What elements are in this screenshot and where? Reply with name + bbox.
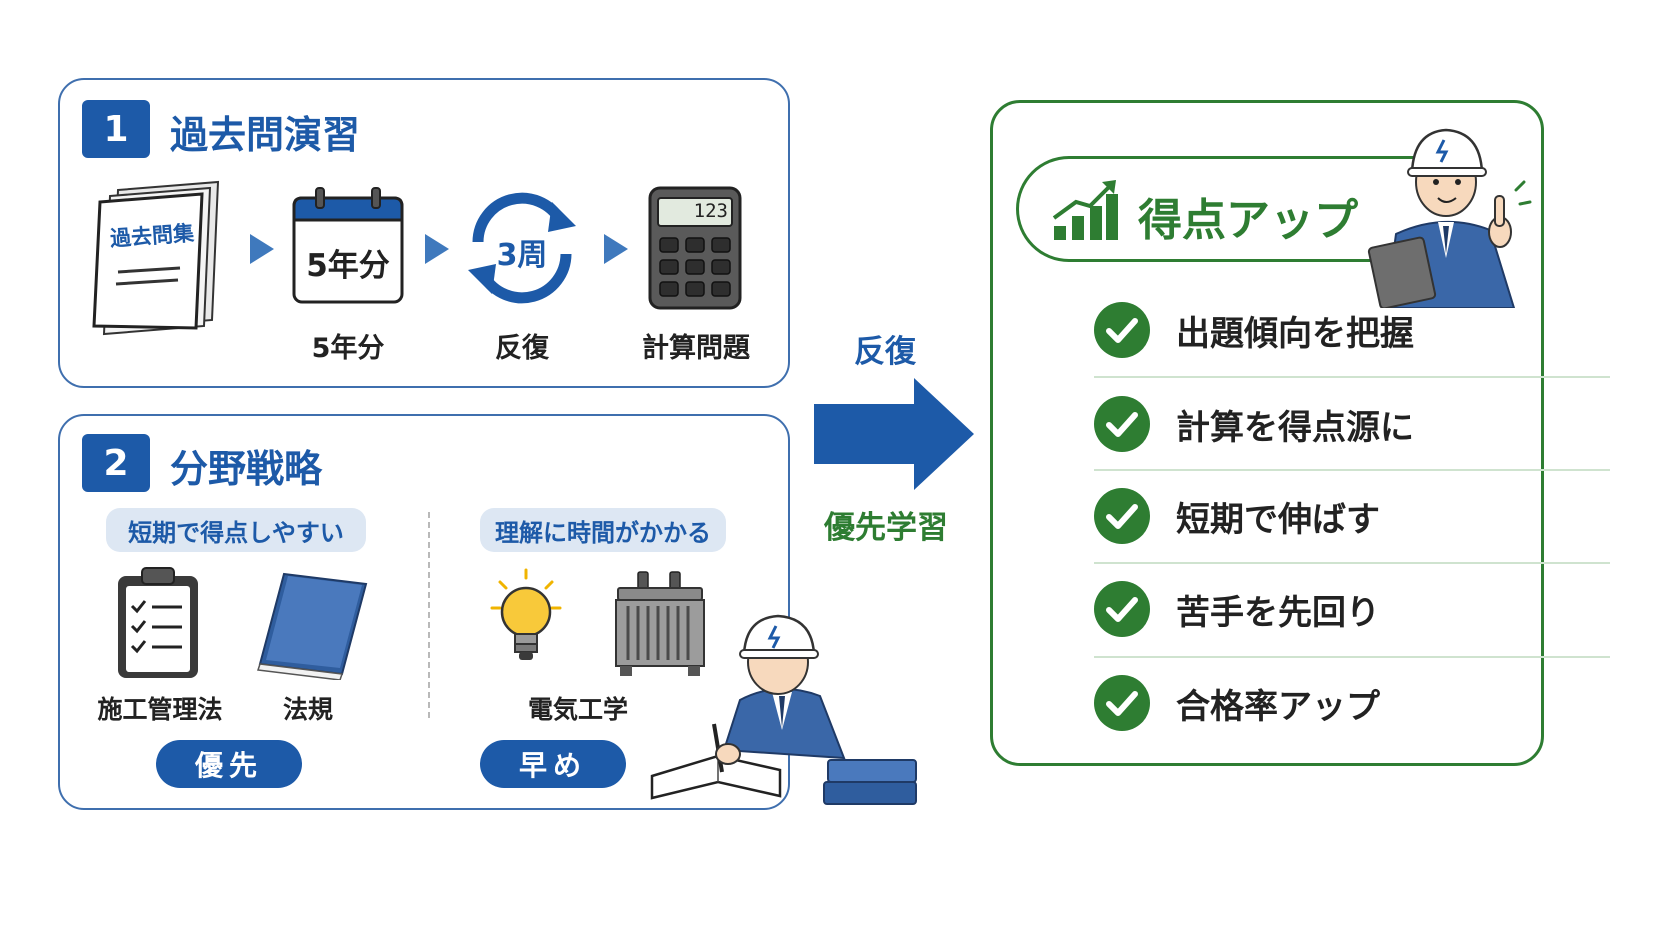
arrow-top-label: 反復 xyxy=(854,334,916,370)
benefit-text: 計算を得点源に xyxy=(1176,408,1414,448)
flow-arrow-icon xyxy=(250,234,274,264)
studying-worker-icon xyxy=(648,600,924,812)
flow-arrow-icon xyxy=(604,234,628,264)
section2-number: 2 xyxy=(82,434,150,492)
benefit-item: 計算を得点源に xyxy=(1094,380,1610,472)
flow-arrow-icon xyxy=(425,234,449,264)
priority-badge: 優先 xyxy=(156,740,302,788)
section1-title: 過去問演習 xyxy=(170,113,361,157)
row-divider xyxy=(1094,656,1610,658)
field-label-electrical-engineering: 電気工学 xyxy=(527,695,628,724)
check-icon xyxy=(1094,396,1150,452)
calendar-text: 5年分 xyxy=(306,248,390,284)
row-divider xyxy=(1094,562,1610,564)
arrow-bottom-label: 優先学習 xyxy=(824,510,948,546)
check-icon xyxy=(1094,581,1150,637)
group-divider xyxy=(428,512,430,718)
benefit-text: 短期で伸ばす xyxy=(1176,500,1380,540)
past-exam-book-icon: 過去問集 xyxy=(88,176,228,336)
field-label-regulations: 法規 xyxy=(282,695,333,724)
step-label-repeat: 反復 xyxy=(495,333,549,364)
result-title: 得点アップ xyxy=(1138,195,1358,246)
transformer-icon xyxy=(612,570,708,678)
benefit-text: 出題傾向を把握 xyxy=(1176,314,1414,354)
benefit-text: 合格率アップ xyxy=(1176,687,1380,727)
section2-title: 分野戦略 xyxy=(170,447,323,491)
benefit-item: 合格率アップ xyxy=(1094,659,1610,751)
check-icon xyxy=(1094,302,1150,358)
benefit-item: 出題傾向を把握 xyxy=(1094,286,1610,378)
step-label-calculation: 計算問題 xyxy=(642,333,750,364)
step-label-years: 5年分 xyxy=(311,333,385,364)
big-right-arrow-icon xyxy=(814,378,976,490)
section1-number: 1 xyxy=(82,100,150,158)
result-title-banner xyxy=(1016,156,1416,262)
field-label-construction-management: 施工管理法 xyxy=(97,695,223,724)
pointing-worker-icon xyxy=(1364,118,1534,310)
cycle-text: 3周 xyxy=(496,238,548,273)
lightbulb-icon xyxy=(484,568,568,668)
calculator-display: 123 xyxy=(693,200,728,222)
row-divider xyxy=(1094,469,1610,471)
benefit-text: 苦手を先回り xyxy=(1176,593,1380,633)
check-icon xyxy=(1094,488,1150,544)
slow-understanding-tag: 理解に時間がかかる xyxy=(480,508,726,552)
book-cover-text: 過去問集 xyxy=(109,221,195,251)
cycle-arrows-icon: 3周 xyxy=(460,186,584,310)
check-icon xyxy=(1094,675,1150,731)
chart-up-icon xyxy=(1050,178,1120,242)
early-badge: 早め xyxy=(480,740,626,788)
clipboard-icon xyxy=(116,566,200,680)
calculator-icon: 123 xyxy=(648,186,742,310)
row-divider xyxy=(1094,376,1610,378)
benefit-item: 苦手を先回り xyxy=(1094,565,1610,657)
quick-score-tag: 短期で得点しやすい xyxy=(106,508,366,552)
book-icon xyxy=(256,570,368,681)
benefit-item: 短期で伸ばす xyxy=(1094,472,1610,564)
calendar-icon: 5年分 xyxy=(292,186,404,304)
